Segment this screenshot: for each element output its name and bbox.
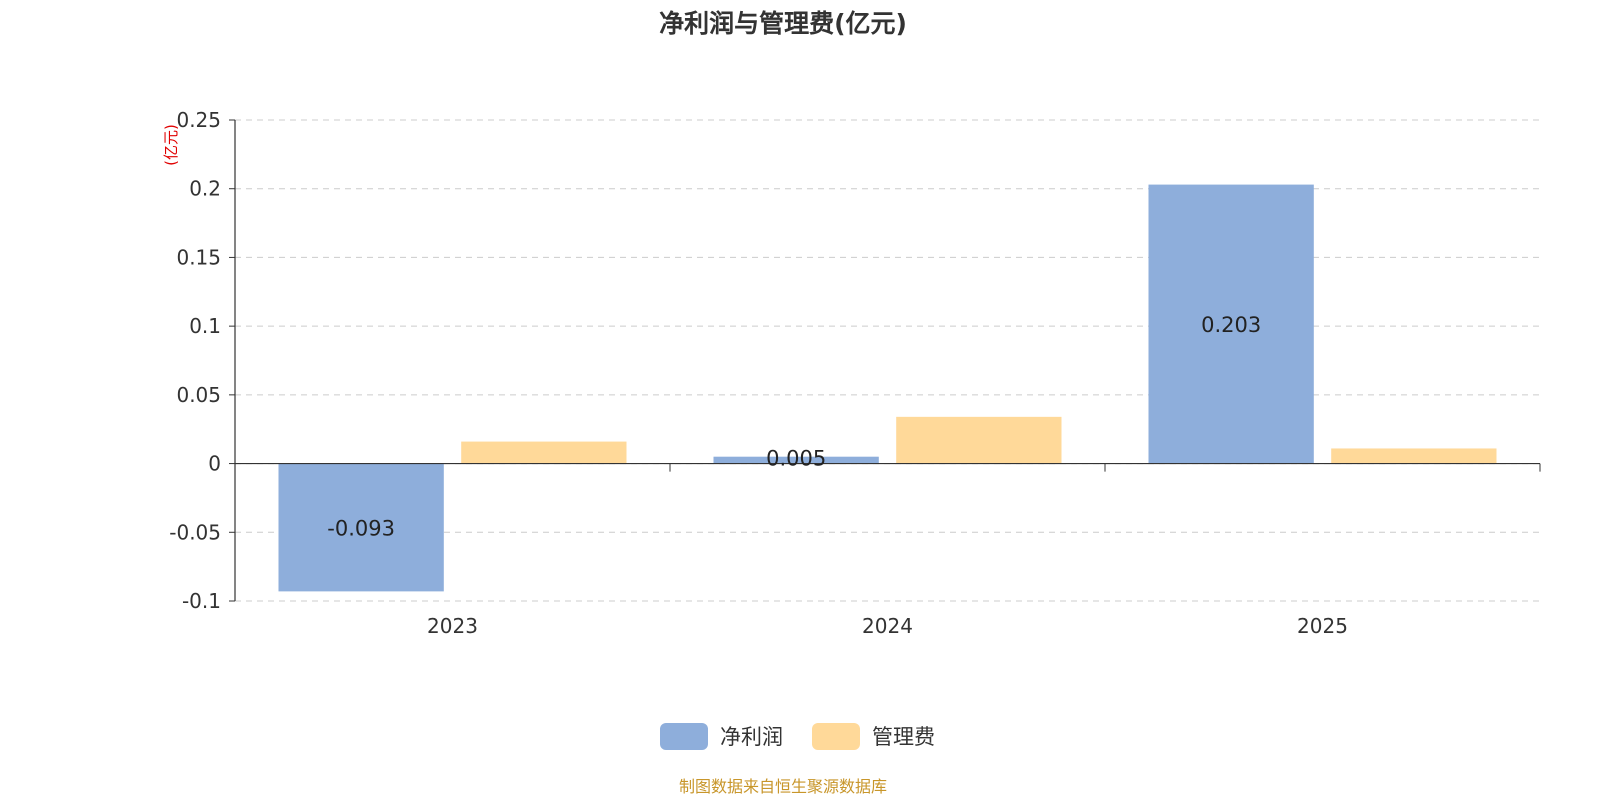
legend-item-net-profit[interactable]: 净利润 [660,723,783,750]
data-label: -0.093 [327,516,395,540]
y-tick-label: 0.15 [176,245,221,269]
y-tick-label: -0.05 [169,520,221,544]
bar-net-profit [278,463,444,592]
data-label: 0.203 [1201,313,1261,337]
bar-net-profit [1148,184,1314,464]
data-source-footer: 制图数据来自恒生聚源数据库 [679,777,887,796]
axes: 0.25 0.2 0.15 0.1 0.05 0 -0.05 -0.1 2023 2024 2025 [169,108,1541,638]
y-tick-label: 0.1 [189,314,221,338]
legend-label: 净利润 [720,725,783,749]
legend-item-admin-expense[interactable]: 管理费 [812,723,935,750]
x-tick-label: 2023 [427,614,478,638]
legend[interactable]: 净利润 管理费 [660,723,935,750]
y-tick-label: -0.1 [182,589,221,613]
bars [278,184,1497,592]
y-tick-label: 0.05 [176,383,221,407]
legend-swatch [812,723,860,750]
chart-title: 净利润与管理费(亿元) [659,9,907,38]
y-tick-label: 0.2 [189,177,221,201]
data-labels: -0.093 0.005 0.203 [327,313,1261,540]
bar-admin-expense [461,441,627,464]
x-tick-label: 2024 [862,614,913,638]
legend-label: 管理费 [872,725,935,749]
y-tick-label: 0.25 [176,108,221,132]
y-axis-unit-label: (亿元) [162,124,180,166]
bar-net-profit [713,456,879,464]
x-tick-label: 2025 [1297,614,1348,638]
legend-swatch [660,723,708,750]
data-label: 0.005 [766,447,826,471]
y-tick-label: 0 [208,452,221,476]
bar-admin-expense [896,416,1062,464]
bar-admin-expense [1331,448,1497,464]
